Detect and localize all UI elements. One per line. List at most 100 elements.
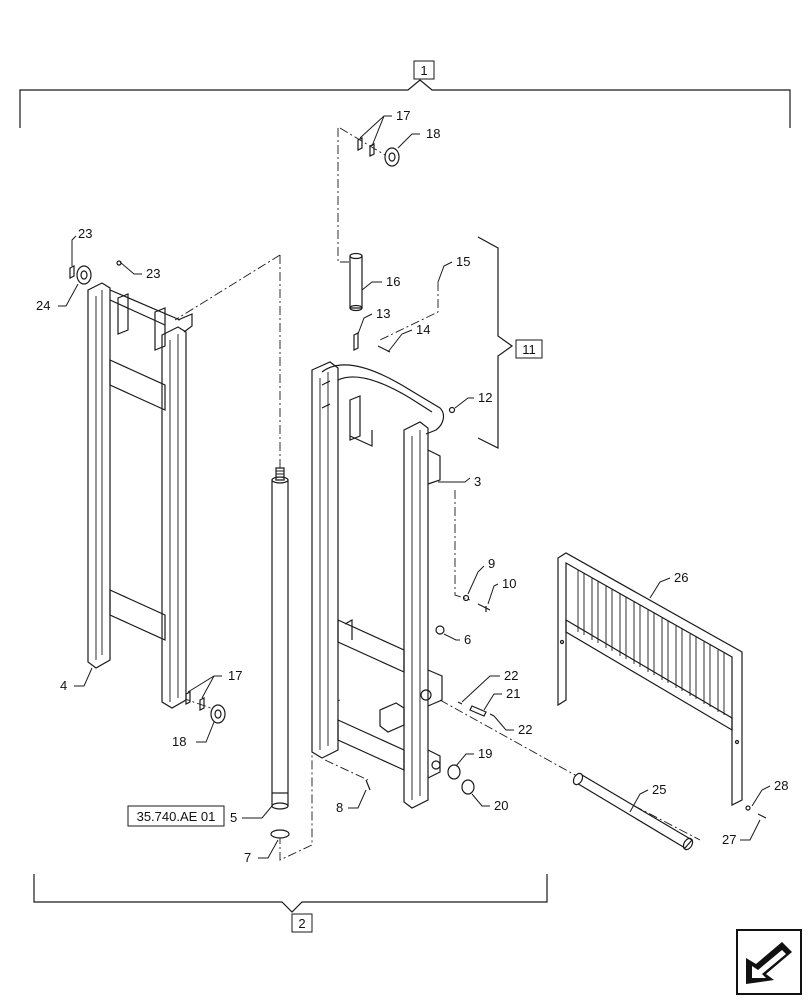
reference-box-text: 35.740.AE 01 [137, 809, 216, 824]
callout-10[interactable]: 10 [502, 576, 516, 591]
callout-8[interactable]: 8 [336, 800, 343, 815]
washer-17-lower-a[interactable] [185, 691, 191, 705]
callout-13[interactable]: 13 [376, 306, 390, 321]
screw-8[interactable] [365, 779, 371, 791]
leader-10 [487, 583, 499, 605]
callout-16[interactable]: 16 [386, 274, 400, 289]
leader-8 [348, 789, 367, 809]
leader-28 [751, 785, 771, 807]
callout-7[interactable]: 7 [244, 850, 251, 865]
callout-23-left[interactable]: 23 [78, 226, 92, 241]
assembly-ref-11-text: 11 [522, 342, 536, 357]
cylinder-washer[interactable] [270, 829, 290, 839]
callout-17-upper[interactable]: 17 [396, 108, 410, 123]
washer-23-left[interactable] [69, 265, 75, 279]
callout-23-right[interactable]: 23 [146, 266, 160, 281]
leader-18-upper [397, 133, 420, 149]
callout-22-upper[interactable]: 22 [504, 668, 518, 683]
leader-12 [454, 397, 474, 409]
callout-24[interactable]: 24 [36, 298, 50, 313]
inner-mast-frame[interactable] [311, 361, 445, 809]
centerline-pin15 [379, 282, 439, 341]
assembly-ref-1[interactable]: 1 [413, 60, 435, 80]
bearing-18-lower[interactable] [210, 704, 226, 724]
leader-13 [357, 313, 373, 335]
pin-21[interactable] [469, 705, 487, 717]
leader-21 [483, 693, 502, 711]
callout-5[interactable]: 5 [230, 810, 237, 825]
bolt-10[interactable] [477, 603, 491, 612]
pin-22-b[interactable] [489, 713, 495, 717]
leader-6 [443, 633, 460, 641]
callout-21[interactable]: 21 [506, 686, 520, 701]
leader-7 [258, 839, 279, 859]
centerline-axle [439, 699, 701, 841]
centerline-upper [337, 128, 350, 263]
callout-27[interactable]: 27 [722, 832, 736, 847]
nut-9[interactable] [462, 594, 470, 602]
reference-box[interactable]: 35.740.AE 01 [127, 805, 225, 827]
leader-4 [74, 667, 93, 687]
pin-22-a[interactable] [457, 701, 463, 705]
pin-16[interactable] [349, 252, 363, 312]
callout-15[interactable]: 15 [456, 254, 470, 269]
bottom-bracket [33, 874, 548, 913]
pin-13[interactable] [353, 332, 359, 351]
callout-18-upper[interactable]: 18 [426, 126, 440, 141]
callout-6[interactable]: 6 [464, 632, 471, 647]
callout-18-lower[interactable]: 18 [172, 734, 186, 749]
callout-22-lower[interactable]: 22 [518, 722, 532, 737]
callout-3[interactable]: 3 [474, 474, 481, 489]
callout-26[interactable]: 26 [674, 570, 688, 585]
leader-20 [471, 793, 490, 807]
bushing-19[interactable] [447, 764, 461, 780]
centerline-17-18-lower [164, 691, 223, 713]
bearing-18-upper[interactable] [384, 147, 400, 167]
callout-17-lower[interactable]: 17 [228, 668, 242, 683]
nut-6[interactable] [435, 625, 445, 635]
callout-19[interactable]: 19 [478, 746, 492, 761]
right-bracket [477, 236, 514, 449]
callout-14[interactable]: 14 [416, 322, 430, 337]
centerline-top-crossbar [174, 254, 281, 321]
callout-25[interactable]: 25 [652, 782, 666, 797]
leader-22-lower [493, 715, 514, 731]
washer-17-lower-b[interactable] [199, 697, 205, 711]
bearing-24[interactable] [76, 265, 92, 285]
assembly-ref-11[interactable]: 11 [515, 339, 543, 359]
callout-4[interactable]: 4 [60, 678, 67, 693]
leader-25 [629, 789, 649, 813]
leader-27 [740, 819, 761, 841]
assembly-ref-2[interactable]: 2 [291, 913, 313, 933]
pin-14[interactable] [377, 345, 391, 353]
washer-20[interactable] [461, 779, 475, 795]
leader-15 [437, 261, 453, 283]
callout-9[interactable]: 9 [488, 556, 495, 571]
assembly-ref-2-text: 2 [298, 916, 305, 931]
callout-12[interactable]: 12 [478, 390, 492, 405]
centerline-8 [324, 759, 369, 781]
leader-24 [58, 283, 79, 307]
callout-20[interactable]: 20 [494, 798, 508, 813]
screw-28[interactable] [745, 805, 751, 811]
load-backrest-26[interactable] [557, 552, 743, 806]
screw-12[interactable] [448, 406, 456, 414]
centerline-17-18-upper [339, 127, 391, 159]
axle-shaft-25[interactable] [572, 772, 695, 851]
outer-mast-frame[interactable] [87, 282, 193, 709]
leader-17-lower [187, 675, 222, 699]
bolt-27[interactable] [757, 813, 767, 819]
leader-19 [455, 753, 474, 767]
callout-28[interactable]: 28 [774, 778, 788, 793]
leader-23-right [119, 261, 142, 275]
top-bracket [19, 79, 791, 128]
leader-17-upper [359, 115, 392, 147]
leader-16 [361, 281, 382, 291]
centerline-3-to-9 [454, 490, 471, 601]
leader-14 [387, 329, 413, 353]
lift-cylinder[interactable] [271, 467, 289, 810]
arrow-next-page-icon[interactable] [736, 929, 802, 995]
washer-17-upper-a[interactable] [357, 137, 363, 151]
